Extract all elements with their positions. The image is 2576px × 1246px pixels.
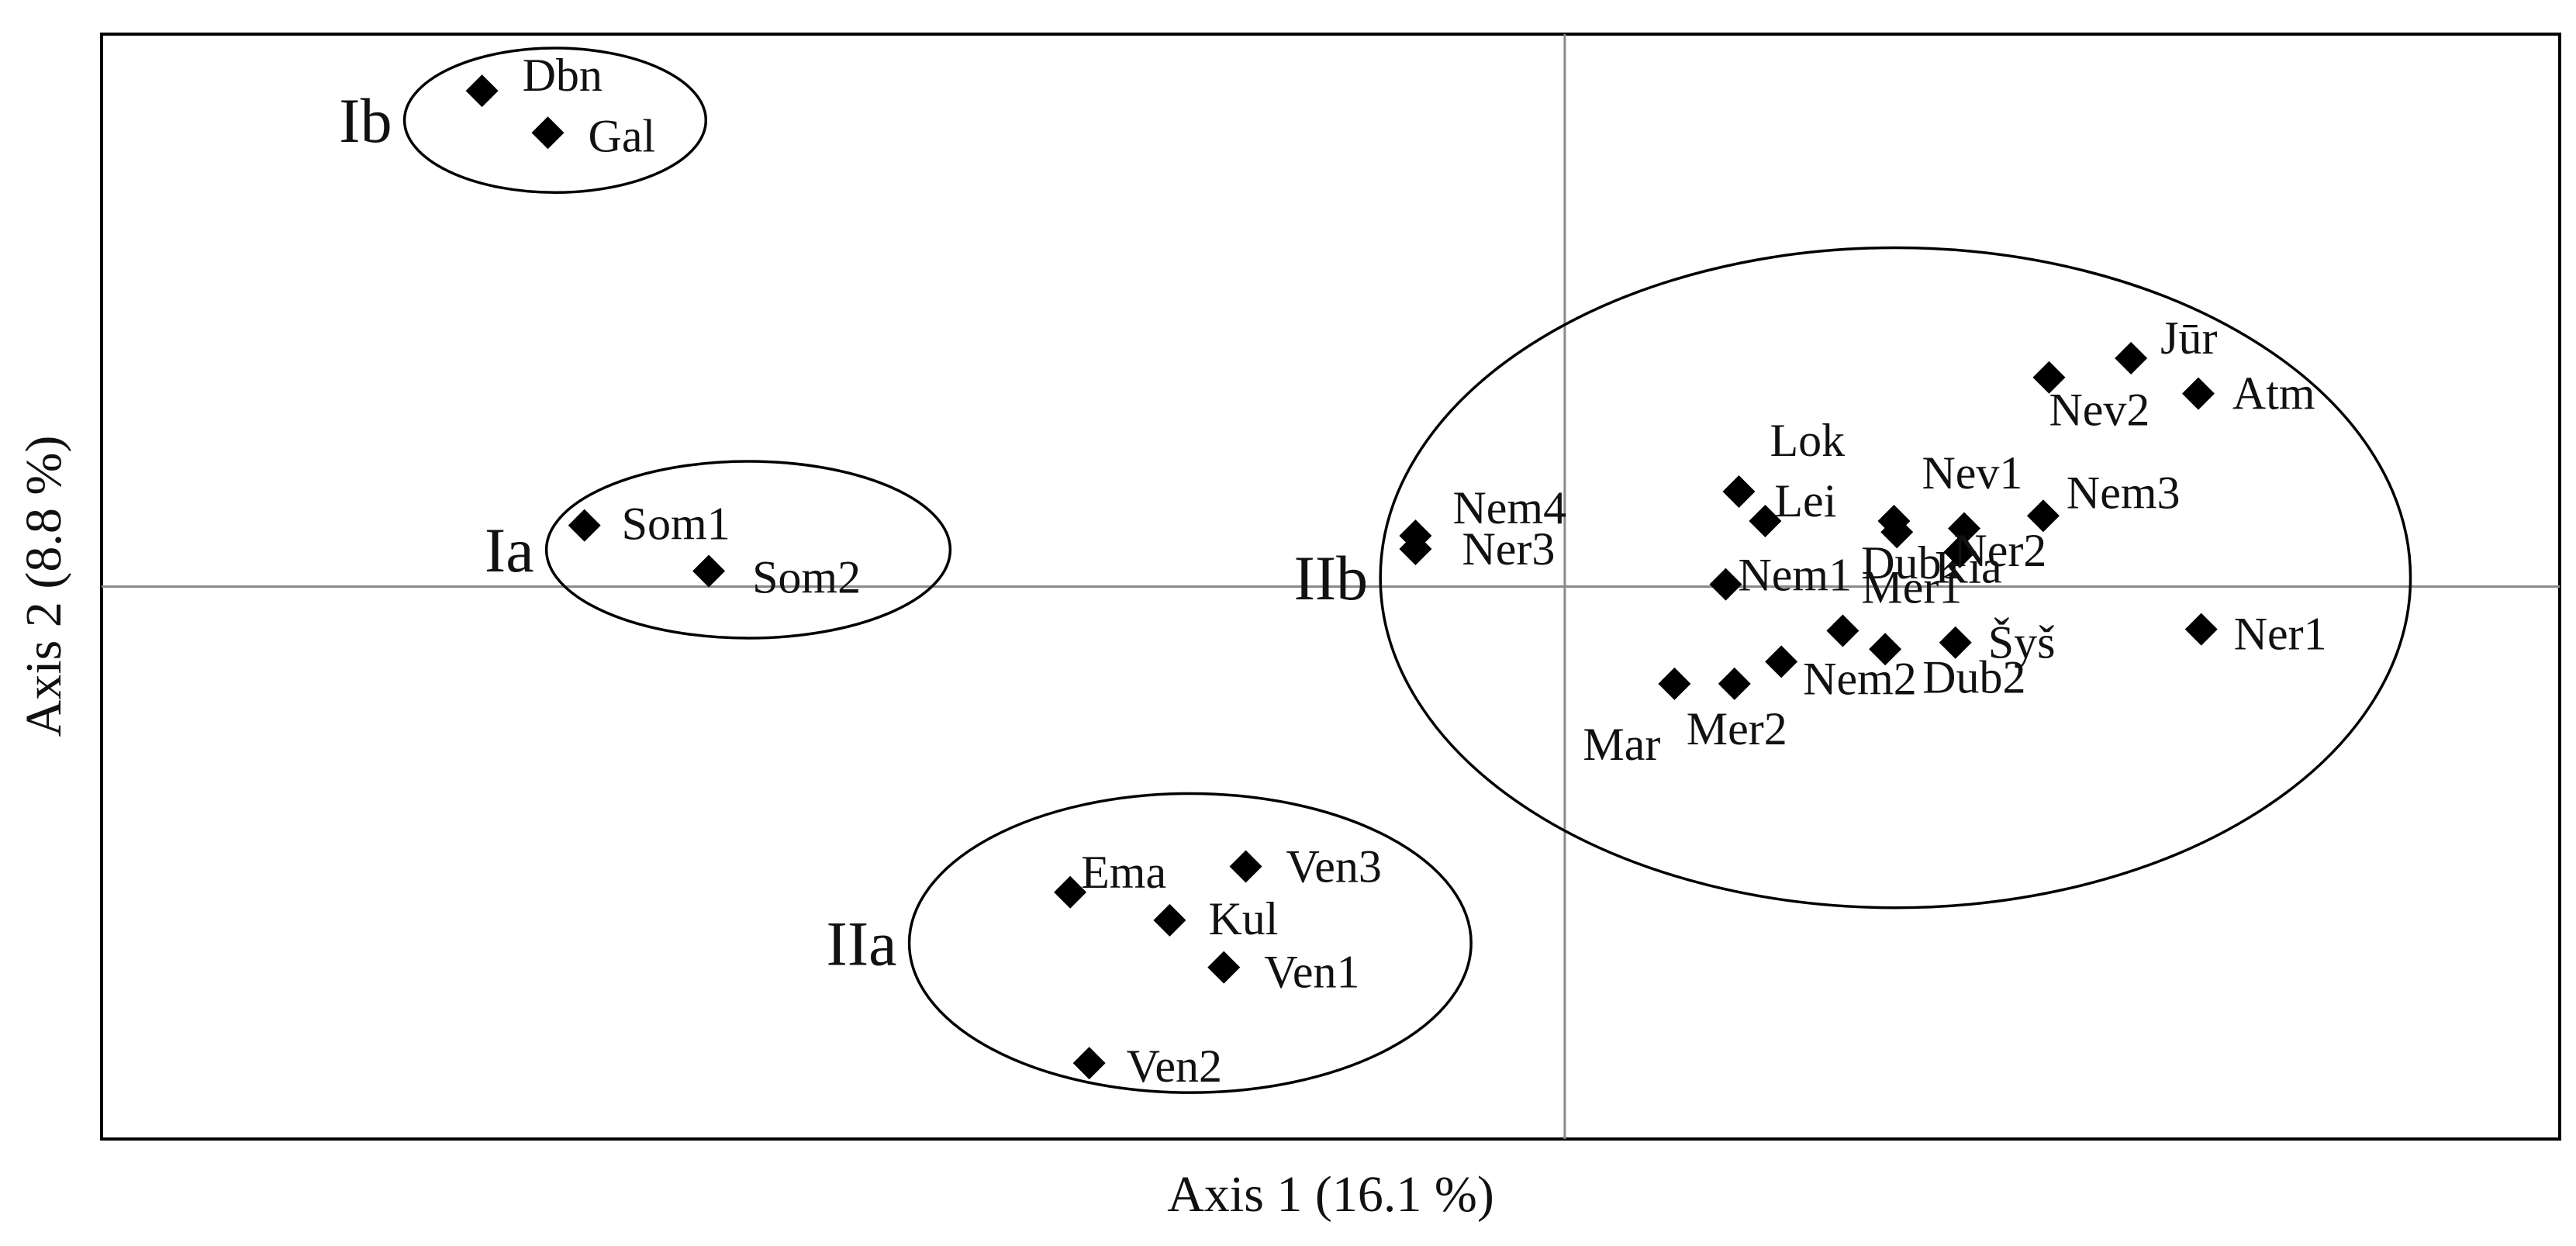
data-point-label: Jūr xyxy=(2160,312,2217,364)
data-point-label: Som2 xyxy=(752,552,861,603)
data-point-label: Ner2 xyxy=(1953,525,2046,576)
data-point xyxy=(1880,516,1914,549)
data-point xyxy=(1229,850,1262,883)
data-point-label: Nem2 xyxy=(1803,653,1917,704)
data-point xyxy=(1939,626,1972,659)
x-axis-title: Axis 1 (16.1 %) xyxy=(1167,1166,1494,1223)
data-point-label: Dub2 xyxy=(1922,651,2025,702)
data-point xyxy=(1207,951,1241,984)
data-point xyxy=(1072,1047,1106,1080)
data-point-label: Kul xyxy=(1208,893,1278,944)
data-point-label: Nem3 xyxy=(2067,467,2181,518)
data-point-label: Ner1 xyxy=(2234,609,2327,660)
data-point xyxy=(2184,613,2218,646)
data-point-label: Gal xyxy=(589,110,656,161)
data-point xyxy=(1765,645,1798,678)
data-point xyxy=(1399,533,1432,566)
data-point xyxy=(1749,504,1782,537)
group-ellipse xyxy=(402,47,708,194)
data-point xyxy=(1153,903,1186,937)
group-label: IIa xyxy=(827,908,897,979)
group-ellipse xyxy=(907,792,1473,1094)
data-point-label: Ven3 xyxy=(1286,841,1382,892)
data-point xyxy=(1722,475,1756,508)
data-point-label: Ner3 xyxy=(1462,523,1555,575)
data-point-label: Šyš xyxy=(1988,617,2056,668)
data-point-label: Som1 xyxy=(622,499,730,550)
group-label: Ia xyxy=(485,515,534,585)
data-point xyxy=(2115,342,2148,374)
data-point xyxy=(1869,633,1902,666)
data-point-label: Ven2 xyxy=(1127,1041,1222,1092)
data-point-label: Dub1 xyxy=(1861,537,1964,588)
group-ellipse xyxy=(1379,246,2412,909)
data-point xyxy=(692,554,726,588)
data-point-label: Dbn xyxy=(523,50,603,101)
data-point-label: Nev2 xyxy=(2049,385,2150,436)
group-ellipse xyxy=(544,460,952,640)
y-axis-title: Axis 2 (8.8 %) xyxy=(16,436,72,737)
data-point-label: Mer2 xyxy=(1687,703,1787,754)
data-point xyxy=(2026,499,2060,533)
data-point-label: Lei xyxy=(1774,475,1836,526)
data-point xyxy=(1054,875,1087,909)
group-label: Ib xyxy=(339,85,392,156)
data-point xyxy=(2181,377,2215,410)
data-point xyxy=(465,74,499,108)
data-point-label: Mer1 xyxy=(1861,562,1962,613)
data-point-label: Nem1 xyxy=(1738,550,1852,601)
data-point-label: Atm xyxy=(2232,368,2315,419)
data-point-label: Nev1 xyxy=(1922,447,2022,499)
data-point-label: Nem4 xyxy=(1452,482,1566,533)
data-point xyxy=(1658,667,1691,700)
data-point-label: Lok xyxy=(1770,415,1845,466)
data-point xyxy=(568,509,601,542)
data-point xyxy=(1948,512,1981,545)
data-point-label: Ema xyxy=(1081,847,1166,898)
data-point xyxy=(531,116,565,150)
group-label: IIb xyxy=(1294,543,1369,613)
data-point-label: Ven1 xyxy=(1264,947,1359,998)
data-point xyxy=(1826,614,1859,647)
data-point xyxy=(1943,535,1977,568)
data-point xyxy=(1718,667,1751,700)
data-point-label: Mar xyxy=(1583,719,1660,770)
data-point xyxy=(2032,361,2066,394)
data-point xyxy=(1709,568,1742,601)
